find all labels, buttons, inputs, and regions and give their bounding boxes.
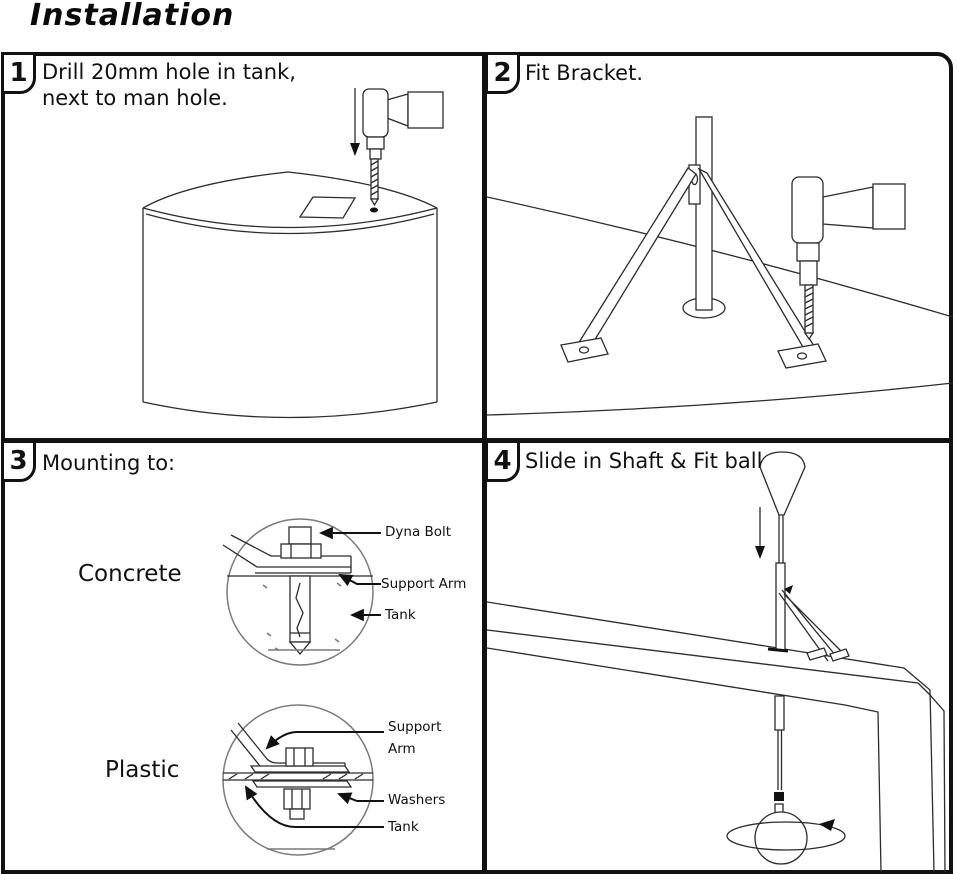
plastic-detail-circle [222,704,384,856]
tank-roof-drawing [487,196,953,416]
tank-leader [244,785,384,828]
caption-line: Drill 20mm hole in tank, [42,60,296,84]
down-arrow-icon [755,546,765,559]
tank-drill-illustration [142,88,444,419]
step-number: 3 [9,446,28,476]
step-badge-1: 1 [1,52,36,94]
vertical-divider [482,52,487,874]
concrete-detail-circle [222,518,381,666]
step-caption: Mounting to: [42,450,175,476]
rotation-orbit [726,821,846,851]
caption-line: Fit Bracket. [525,61,643,85]
tank-roof-corner-drawing [487,601,946,872]
material-label-plastic: Plastic [105,757,180,783]
water-tank-drawing [142,171,438,419]
caption-line: next to man hole. [42,86,228,110]
page-title: Installation [30,0,235,33]
anchor-shaft [289,575,311,643]
step-caption: Fit Bracket. [525,60,643,86]
callout-tank-plastic: Tank [388,819,419,835]
down-arrow-icon [350,143,360,156]
callout-support: Support [388,719,442,735]
washers-leader [337,792,384,805]
step-number: 2 [493,58,512,88]
nut [283,788,311,810]
float-shaft-drawing [755,451,850,662]
step-badge-3: 3 [1,440,36,482]
panel-step-2: Fit Bracket. [487,56,953,438]
material-label-concrete: Concrete [78,561,182,587]
bracket-drill-illustration [487,116,953,416]
panel-step-1: Drill 20mm hole in tank, next to man hol… [5,56,483,438]
ball [754,811,808,865]
callout-tank-concrete: Tank [385,607,416,623]
panel-step-4: Slide in Shaft & Fit ball [487,443,953,872]
support-arm-leader [338,574,381,587]
callout-arm: Arm [388,741,416,757]
step-number: 1 [9,58,28,88]
step-badge-2: 2 [485,52,520,94]
step-caption: Drill 20mm hole in tank, next to man hol… [42,59,296,111]
step-caption: Slide in Shaft & Fit ball [525,448,762,474]
callout-washers: Washers [388,792,446,808]
callout-support-arm: Support Arm [381,576,467,592]
caption-line: Slide in Shaft & Fit ball [525,449,763,473]
washer-top [249,765,351,773]
step-number: 4 [493,446,512,476]
drill-drawing [350,88,444,207]
step-badge-4: 4 [485,440,520,482]
drilled-hole [370,207,378,213]
washer-bottom [251,780,353,788]
mounting-detail-illustration [222,518,384,856]
man-hole [298,196,357,219]
shaft-ball-illustration [487,451,946,872]
support-leader [265,731,384,750]
drill-drawing [791,176,906,341]
support-arm-left [577,167,697,352]
float-top [759,451,806,516]
caption-line: Mounting to: [42,451,176,475]
bracket-drawing [560,116,827,369]
dyna-bolt-head [288,526,312,545]
rotate-arrow-icon [819,819,835,831]
panel-step-3: Mounting to: Concrete Plastic Dyna Bolt … [5,443,483,872]
horizontal-divider [1,438,953,443]
lower-shaft-ball-drawing [726,695,846,865]
callout-dyna-bolt: Dyna Bolt [385,524,452,540]
